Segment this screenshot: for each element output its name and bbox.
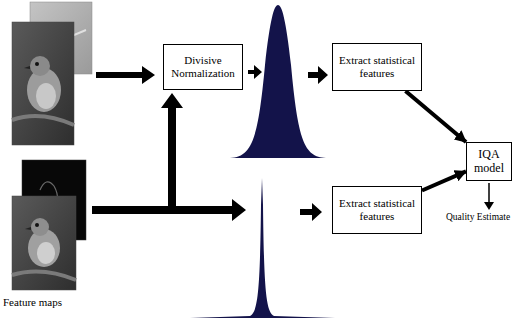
histogram-peaked [190, 178, 335, 318]
bird-eye [35, 62, 39, 66]
flow-arrow [161, 93, 183, 206]
model-box: IQA model [466, 142, 512, 181]
bird-beak [25, 227, 31, 230]
bird-breast [37, 242, 55, 264]
flow-arrow [308, 66, 328, 84]
bird-head [31, 218, 49, 236]
bird-beak [24, 66, 30, 69]
box-text: IQA model [471, 147, 507, 176]
caption-label: Feature maps [3, 296, 62, 309]
bird-eye [35, 223, 39, 227]
flow-arrow [248, 65, 262, 79]
process-box: Extract statistical features [332, 43, 422, 91]
flow-connector [422, 171, 466, 190]
flow-arrow [96, 66, 155, 84]
output-arrow [488, 183, 490, 203]
feature-map-image [12, 196, 76, 290]
arrowhead [484, 202, 494, 210]
bird-head [30, 56, 50, 76]
box-text: Divisive Normalization [168, 54, 238, 80]
box-text: Extract statistical features [337, 54, 417, 80]
process-box: Divisive Normalization [163, 44, 243, 90]
process-box: Extract statistical features [332, 186, 422, 234]
bird-branch [12, 271, 76, 280]
flow-arrow [300, 203, 322, 221]
histogram-bell [230, 5, 326, 158]
box-text: Extract statistical features [337, 197, 417, 223]
output-label: Quality Estimate [446, 212, 510, 223]
bird-branch [12, 116, 74, 125]
bird-breast [36, 83, 56, 109]
feature-map-image [12, 22, 74, 145]
flow-connector [405, 91, 466, 142]
